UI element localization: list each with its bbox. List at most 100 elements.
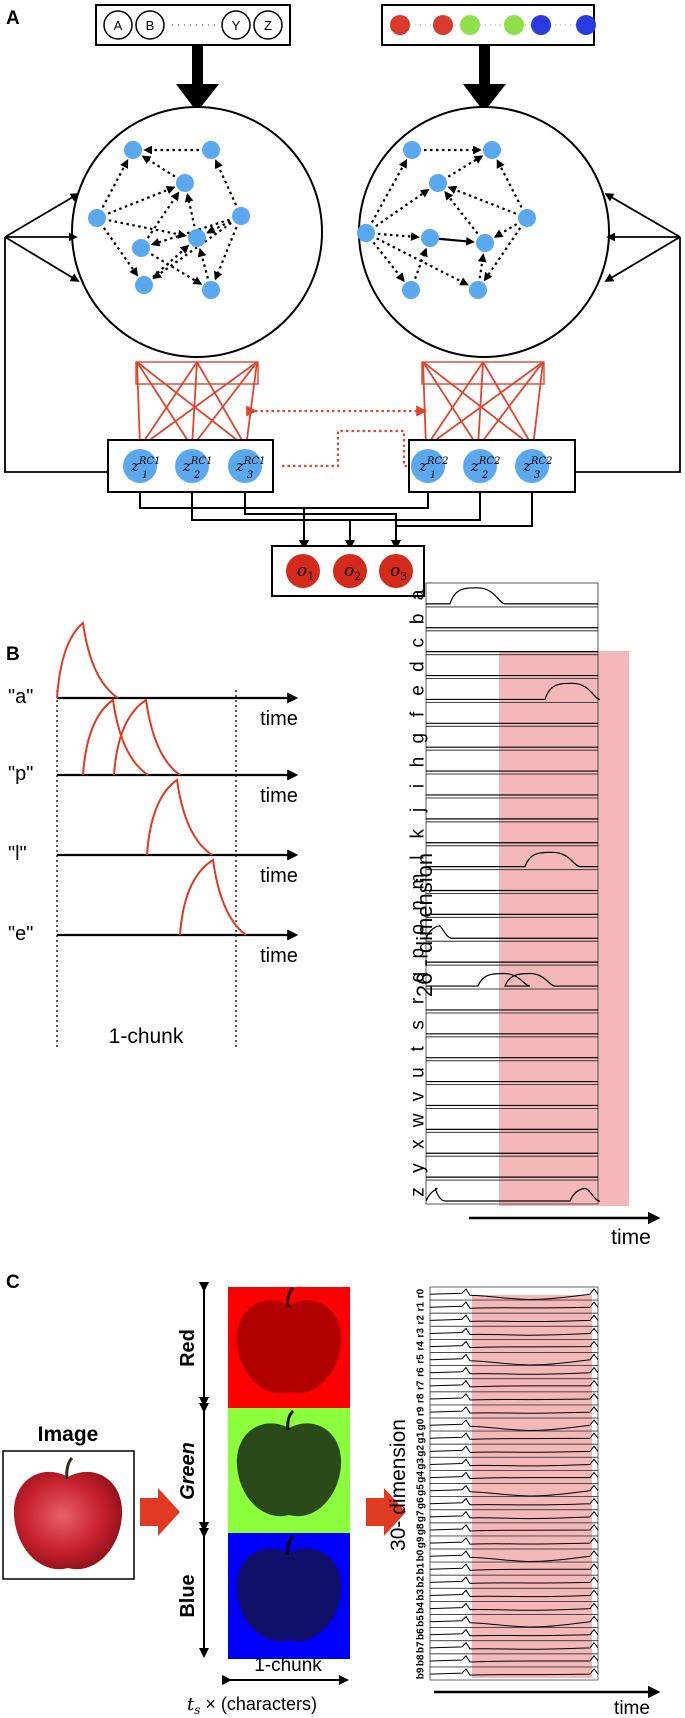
channel-label-r2: r2 bbox=[416, 1315, 427, 1325]
chunk-label-b: 1-chunk bbox=[109, 1025, 184, 1048]
image-label: Image bbox=[38, 1423, 99, 1446]
channel-label-b5: b5 bbox=[416, 1615, 427, 1627]
spike-2-0 bbox=[146, 778, 213, 856]
channel-label-b7: b7 bbox=[416, 1641, 427, 1653]
channel-trace-b9 bbox=[429, 1668, 599, 1676]
channel-trace-b8 bbox=[429, 1654, 599, 1663]
dimension-label-c: 30- dimension bbox=[387, 1419, 410, 1551]
channel-trace-g2 bbox=[429, 1445, 599, 1453]
letter-trace-q bbox=[426, 972, 598, 987]
reservoir-1-node-3 bbox=[88, 209, 106, 227]
reservoir-2 bbox=[357, 106, 610, 358]
reservoir-1-link-1 bbox=[214, 159, 243, 217]
spike-1-0 bbox=[82, 698, 149, 776]
spike-row-label-3: "e" bbox=[8, 923, 33, 945]
channel-label-g9: g9 bbox=[416, 1536, 427, 1548]
reservoir-2-link-5 bbox=[365, 232, 405, 282]
channel-label-r7: r7 bbox=[416, 1380, 427, 1390]
channel-trace-r1 bbox=[429, 1301, 599, 1309]
channel-label-b4: b4 bbox=[416, 1602, 427, 1614]
channel-label-r5: r5 bbox=[416, 1354, 427, 1364]
input-arrow-left bbox=[176, 46, 219, 112]
spike-train-plot: "a"time"p"time"l"time"e"time 1-chunk bbox=[8, 621, 299, 1048]
letter-trace-o bbox=[425, 925, 598, 939]
letter-label-f: f bbox=[408, 711, 429, 717]
input-letter-y: Y bbox=[221, 10, 251, 40]
channel-trace-b4 bbox=[429, 1602, 599, 1611]
highlight-band-b bbox=[499, 651, 629, 1206]
letter-label-b: b bbox=[408, 614, 429, 625]
channel-label-blue: Blue bbox=[177, 1574, 199, 1617]
reservoir-1-node-5 bbox=[132, 239, 150, 257]
channel-label-g5: g5 bbox=[416, 1484, 427, 1496]
reservoir-1-node-1 bbox=[202, 141, 220, 159]
readout-links-rc1 bbox=[135, 361, 259, 449]
channel-label-g1: g1 bbox=[416, 1431, 427, 1443]
channel-label-g8: g8 bbox=[416, 1523, 427, 1535]
channel-label-r3: r3 bbox=[416, 1328, 427, 1338]
chunk-label-c: 1-chunk bbox=[254, 1655, 322, 1676]
letter-label-i: i bbox=[408, 784, 429, 788]
reservoir-2-node-2 bbox=[429, 174, 447, 192]
apple-blue-icon bbox=[236, 1534, 342, 1642]
svg-text:B: B bbox=[146, 18, 155, 33]
letter-heatmap-b: 26 - dimension abcdefghijklmnopqrstuvwxy… bbox=[408, 582, 661, 1249]
channel-label-green: Green bbox=[177, 1442, 199, 1500]
channel-label-g3: g3 bbox=[416, 1458, 427, 1470]
channel-trace-g5 bbox=[429, 1484, 599, 1497]
time-label-c: time bbox=[614, 1698, 650, 1718]
spike-time-label-2: time bbox=[260, 865, 298, 887]
ts-label: ts × (characters) bbox=[187, 1694, 317, 1717]
letter-label-w: w bbox=[408, 1113, 429, 1128]
letter-label-y: y bbox=[408, 1163, 429, 1173]
reservoir-2-link-3 bbox=[496, 159, 528, 219]
reservoir-2-node-4 bbox=[357, 224, 375, 242]
channel-trace-r7 bbox=[429, 1379, 599, 1388]
channel-label-g0: g0 bbox=[416, 1418, 427, 1430]
svg-text:A: A bbox=[114, 18, 123, 33]
channel-trace-b0 bbox=[429, 1550, 599, 1562]
reservoir-2-link-2 bbox=[365, 158, 408, 234]
letter-label-a: a bbox=[408, 589, 429, 600]
reservoir-1-link-11 bbox=[143, 244, 190, 286]
letter-label-j: j bbox=[408, 808, 429, 813]
arrow-to-channels bbox=[140, 1488, 180, 1536]
feedback-loop-left bbox=[4, 193, 108, 473]
channel-trace-g8 bbox=[429, 1523, 599, 1532]
reservoir-2-link-13 bbox=[365, 232, 469, 286]
channel-label-g7: g7 bbox=[416, 1510, 427, 1522]
arrow-to-heatmap-c bbox=[366, 1488, 406, 1536]
letter-label-n: n bbox=[408, 900, 429, 911]
channel-label-b0: b0 bbox=[416, 1549, 427, 1561]
reservoir-1-node-8 bbox=[202, 281, 220, 299]
channel-trace-r5 bbox=[429, 1353, 599, 1366]
channel-trace-r6 bbox=[429, 1366, 599, 1375]
channel-trace-b6 bbox=[429, 1628, 599, 1637]
svg-text:Z: Z bbox=[264, 18, 272, 33]
letter-label-u: u bbox=[408, 1067, 429, 1078]
reservoir-1-link-10 bbox=[140, 191, 180, 249]
svg-text:o1: o1 bbox=[297, 561, 314, 583]
reservoir-2-link-1 bbox=[437, 155, 484, 184]
channel-heatmap-c: 30- dimension r0r1r2r3r4r5r6r7r8r9g0g1g2… bbox=[387, 1286, 661, 1718]
letter-row-z bbox=[425, 1179, 599, 1205]
spike-0-0 bbox=[56, 621, 119, 699]
channel-label-b9: b9 bbox=[416, 1667, 427, 1679]
input-arrow-right bbox=[463, 46, 506, 112]
time-label-b-heatmap: time bbox=[611, 1226, 651, 1249]
letter-label-z: z bbox=[408, 1187, 429, 1197]
svg-text:Y: Y bbox=[232, 18, 241, 33]
reservoir-1 bbox=[71, 106, 323, 358]
reservoir-2-link-4 bbox=[365, 231, 420, 241]
letter-trace-l bbox=[426, 851, 598, 868]
channel-label-b8: b8 bbox=[416, 1654, 427, 1666]
